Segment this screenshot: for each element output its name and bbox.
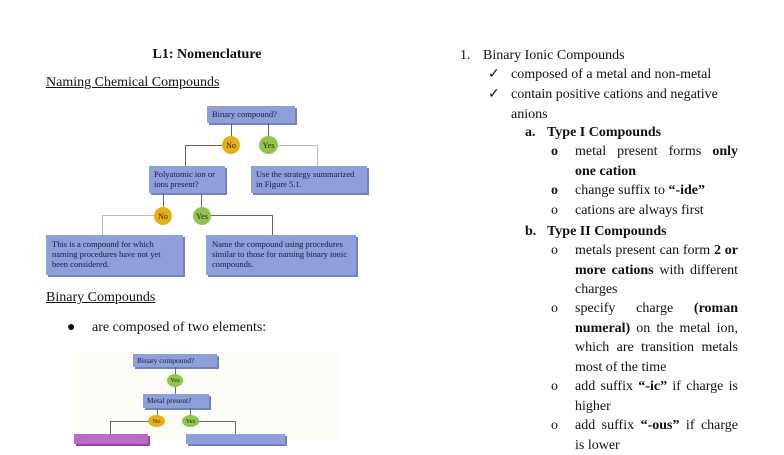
bullet-text: metal present forms only one cation — [575, 144, 738, 179]
connector — [102, 215, 103, 237]
yes-bubble: Yes — [259, 136, 278, 154]
fc-metal-present-box: Metal present? — [143, 394, 209, 408]
fc-use-strategy-box: Use the strategy summarized in Figure 5.… — [251, 166, 367, 193]
fc-binary-compound-box: Binary compound? — [133, 354, 217, 367]
bullet-text: change suffix to “-ide” — [575, 183, 706, 198]
type-ii-heading: Type II Compounds — [547, 224, 667, 239]
connector — [198, 421, 235, 422]
bullet-circle-icon: o — [551, 243, 558, 258]
connector — [157, 408, 158, 418]
bullet-text: specify charge (roman numeral) on the me… — [575, 301, 738, 375]
check-item: composed of a metal and non-metal — [511, 67, 712, 82]
connector — [185, 145, 186, 167]
sublist-letter: a. — [525, 125, 536, 140]
check-item: contain positive cations and negative an… — [511, 87, 718, 122]
connector — [272, 215, 273, 237]
connector — [231, 123, 232, 137]
section-heading-naming: Naming Chemical Compounds — [46, 75, 220, 90]
bullet-circle-icon: o — [551, 183, 558, 198]
bullet-text: are composed of two elements: — [92, 320, 267, 335]
bullet-text: metals present can form 2 or more cation… — [575, 243, 738, 297]
connector — [185, 145, 225, 146]
section-heading-binary: Binary Compounds — [46, 290, 156, 305]
yes-bubble: Yes — [182, 415, 199, 427]
fc-nonmetal-box — [74, 434, 148, 444]
connector — [278, 145, 318, 146]
bullet-circle-icon: o — [551, 379, 558, 394]
connector — [268, 123, 269, 137]
connector — [102, 215, 154, 216]
bullet-text: add suffix “-ous” if charge is lower — [575, 418, 739, 453]
checkmark-icon: ✓ — [488, 87, 500, 102]
bullet-circle-icon: o — [551, 203, 558, 218]
yes-bubble: Yes — [193, 207, 211, 225]
no-bubble: No — [148, 415, 165, 427]
bullet-text: cations are always first — [575, 203, 704, 218]
sublist-letter: b. — [525, 224, 537, 239]
no-bubble: No — [222, 136, 240, 154]
fc-polyatomic-box: Polyatomic ion or ions present? — [149, 166, 225, 193]
connector — [163, 193, 164, 207]
fc-binary-compound-box: Binary compound? — [207, 106, 295, 123]
bullet-text: add suffix “-ic” if charge is higher — [575, 379, 738, 414]
connector — [317, 145, 318, 167]
yes-bubble: Yes — [167, 374, 183, 387]
bullet-icon: ● — [67, 320, 76, 335]
bullet-circle-icon: o — [551, 144, 558, 159]
no-bubble: No — [154, 207, 172, 225]
connector — [110, 421, 111, 435]
checkmark-icon: ✓ — [488, 67, 500, 82]
bullet-circle-icon: o — [551, 418, 558, 433]
type-i-heading: Type I Compounds — [547, 125, 662, 140]
page-title: L1: Nomenclature — [152, 47, 262, 62]
connector — [235, 421, 236, 435]
bullet-circle-icon: o — [551, 301, 558, 316]
fc-ionic-box — [186, 434, 285, 444]
connector — [110, 421, 150, 422]
connector — [201, 193, 202, 207]
list-number: 1. — [460, 48, 471, 63]
connector — [190, 408, 191, 418]
fc-name-compound-box: Name the compound using procedures simil… — [206, 235, 356, 275]
list-item-binary-ionic: Binary Ionic Compounds — [483, 48, 625, 63]
fc-not-considered-box: This is a compound for which naming proc… — [46, 235, 183, 275]
connector — [211, 215, 273, 216]
